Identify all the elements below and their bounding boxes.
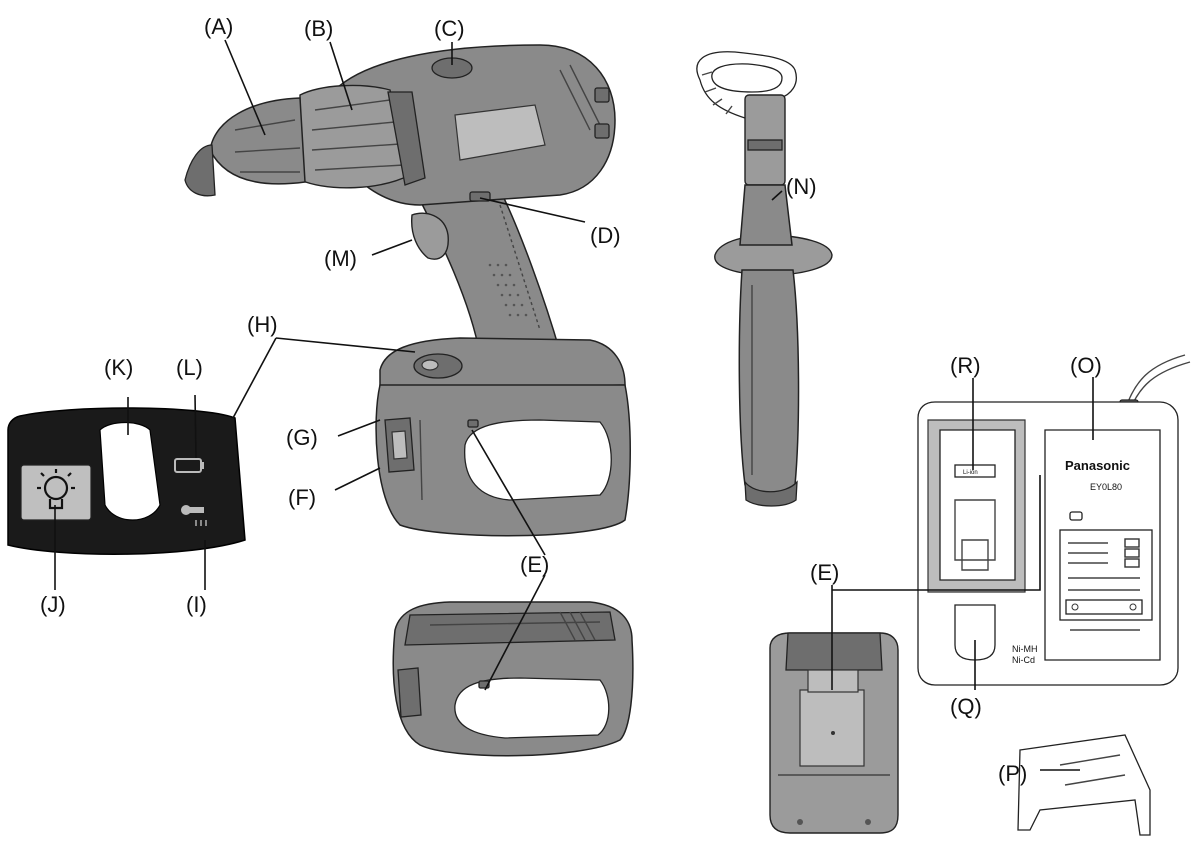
label-D: (D) [590, 223, 621, 248]
battery-right-illustration [769, 632, 899, 834]
callout-labels: (A) (B) (C) (D) (M) (H) (K) (L) (G) (F) … [40, 14, 1102, 786]
battery-pack-illustration [392, 601, 634, 757]
label-H: (H) [247, 312, 278, 337]
charger-nimh: Ni-MH [1012, 644, 1038, 654]
drill-illustration [184, 44, 631, 537]
label-J: (J) [40, 592, 66, 617]
side-handle-illustration [696, 51, 833, 507]
label-R: (R) [950, 353, 981, 378]
charger-slot-label: Li-ion [963, 470, 978, 476]
label-P: (P) [998, 761, 1027, 786]
label-G: (G) [286, 425, 318, 450]
label-F: (F) [288, 485, 316, 510]
charger-model: EY0L80 [1090, 482, 1122, 492]
control-panel-illustration [7, 407, 246, 555]
label-L: (L) [176, 355, 203, 380]
label-C: (C) [434, 16, 465, 41]
label-I: (I) [186, 592, 207, 617]
battery-level-icon [174, 458, 204, 473]
light-button [20, 464, 92, 521]
clip-illustration [1017, 734, 1151, 836]
label-N: (N) [786, 174, 817, 199]
leader-lines [54, 39, 1094, 771]
charger-nicd: Ni-Cd [1012, 655, 1035, 665]
light-bulb-icon [37, 469, 75, 510]
charger-illustration: Panasonic EY0L80 Li-ion Ni-MH Ni-Cd [917, 354, 1191, 686]
label-A: (A) [204, 14, 233, 39]
label-E-drill: (E) [520, 552, 549, 577]
label-E-right: (E) [810, 560, 839, 585]
charger-brand: Panasonic [1065, 458, 1130, 473]
label-M: (M) [324, 246, 357, 271]
grip-opening [99, 421, 161, 521]
label-K: (K) [104, 355, 133, 380]
label-O: (O) [1070, 353, 1102, 378]
thermometer-icon [181, 505, 207, 526]
label-B: (B) [304, 16, 333, 41]
label-Q: (Q) [950, 694, 982, 719]
